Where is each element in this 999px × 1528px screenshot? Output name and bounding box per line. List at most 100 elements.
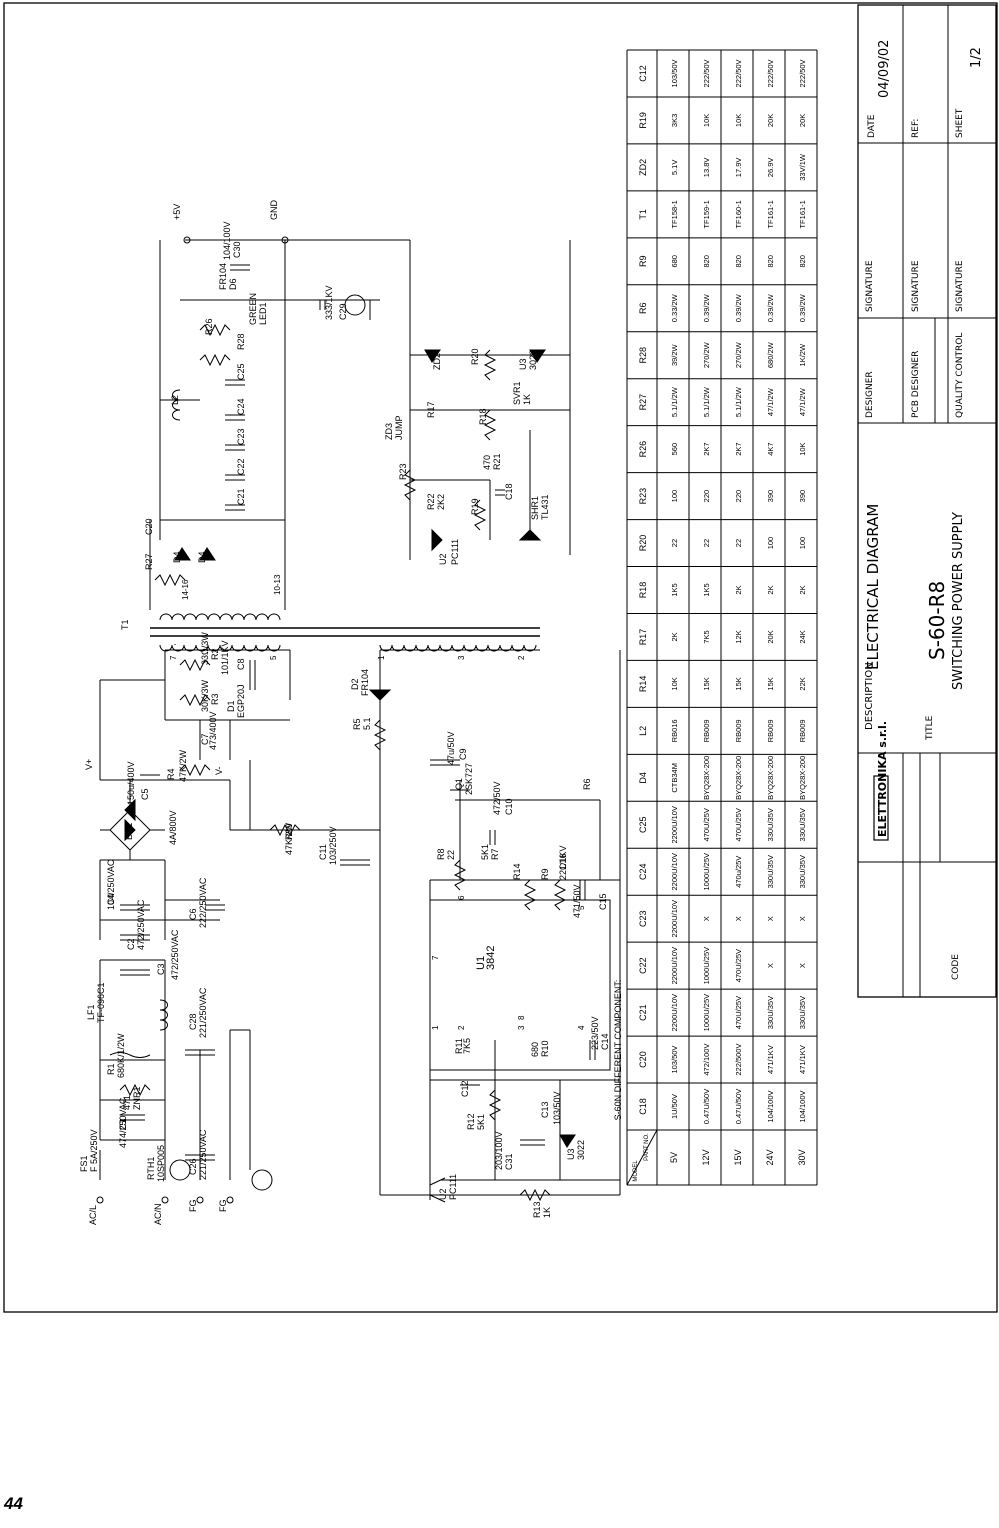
table-cell: 22	[734, 539, 743, 547]
label-c2: C2	[126, 938, 136, 950]
table-cell: 471/1KV	[766, 1045, 775, 1074]
table-cell: TF159-1	[702, 200, 711, 228]
table-cell: 222/50V	[798, 60, 807, 88]
label-c31: C31	[504, 1153, 514, 1170]
label-r17: R17	[426, 401, 436, 418]
label-c26: 221/250VAC	[198, 1129, 208, 1180]
table-cell: 15K	[702, 677, 711, 690]
table-corner-diagonal	[626, 1129, 658, 1186]
label-zd3: JUMP	[394, 416, 404, 441]
label-pins: 2	[517, 655, 526, 660]
table-column-header: C12	[638, 65, 648, 82]
table-cell: 100	[766, 537, 775, 550]
table-cell: TF161-1	[798, 200, 807, 228]
table-cell: 1000U/25V	[702, 853, 711, 891]
title-sub: SWITCHING POWER SUPPLY	[951, 512, 966, 690]
ref-label: REF:	[911, 119, 921, 138]
label-svr1: SVR1	[512, 381, 522, 405]
label-c5: 150u/400V	[126, 761, 136, 805]
label-c25: C25	[236, 363, 246, 380]
table-cell: 220	[702, 490, 711, 503]
table-cell: 20K	[798, 114, 807, 127]
r28-resistor	[199, 353, 231, 367]
u1-ic-3842	[429, 899, 611, 1071]
label-r1: 680K/1/2W	[116, 1033, 126, 1078]
table-cell: 270/2W	[734, 341, 743, 368]
table-cell: 47/1/2W	[766, 387, 775, 416]
label-d1: EGP20J	[236, 684, 246, 718]
label-pins: 4	[577, 1025, 586, 1030]
code-label: CODE	[951, 954, 961, 980]
table-cell: 100	[670, 490, 679, 503]
label-l2: L2	[170, 395, 180, 405]
table-cell: X	[798, 963, 807, 968]
table-cell: 330U/35V	[798, 855, 807, 888]
label-c3: C3	[156, 963, 166, 975]
label-r14: R14	[512, 863, 522, 880]
label-r22: R22	[426, 493, 436, 510]
table-cell: 2200U/10V	[670, 853, 679, 891]
table-cell: 0.47U/50V	[734, 1089, 743, 1124]
table-column-header: R23	[638, 488, 648, 505]
label-r22: 2K2	[436, 494, 446, 510]
label-r9: R9	[540, 868, 550, 880]
label-r12: 5K1	[476, 1114, 486, 1130]
label-c22: C22	[236, 458, 246, 475]
label-c8: 101/1KV	[220, 640, 230, 675]
label-pins: 3	[517, 1025, 526, 1030]
table-cell: 5.1/1/2W	[670, 386, 679, 417]
table-cell: 17.9V	[734, 158, 743, 178]
table-column-header: R28	[638, 347, 648, 364]
table-caption: S-60N DIFFERENT COMPONENT:	[613, 980, 623, 1121]
table-cell: 1K/2W	[798, 343, 807, 366]
table-cell: 2200U/10V	[670, 900, 679, 938]
table-cell: 47/1/2W	[798, 387, 807, 416]
table-cell: BYQ28X-200	[798, 756, 807, 800]
label-c26: C26	[188, 1158, 198, 1175]
table-column-header: R14	[638, 676, 648, 693]
schematic-symbols	[96, 236, 611, 1204]
table-cell: TF161-1	[766, 200, 775, 228]
table-cell: 560	[670, 443, 679, 456]
table-cell: 222/50V	[734, 60, 743, 88]
label-u3: 3022	[576, 1140, 586, 1160]
thermistor-rth1	[169, 1159, 191, 1181]
table-model-cell: 12V	[701, 1149, 711, 1165]
table-cell: 1K5	[670, 583, 679, 596]
label-c3: 472/250VAC	[170, 929, 180, 980]
label-pins: 5	[577, 905, 586, 910]
table-column-header: R19	[638, 112, 648, 129]
label-lf1: TF-096C1	[96, 982, 106, 1023]
label-c7: 473/400V	[208, 711, 218, 750]
ac-l-terminal	[96, 1196, 104, 1204]
table-cell: 39/2W	[670, 343, 679, 366]
table-cell: X	[734, 916, 743, 921]
label-c28: C28	[188, 1013, 198, 1030]
gnd-terminal	[281, 236, 289, 244]
label-r8: 22	[446, 850, 456, 860]
table-cell: X	[766, 963, 775, 968]
table-cell: 2K	[670, 632, 679, 641]
label-r13: R13	[532, 1201, 542, 1218]
label-svr1: 1K	[522, 394, 532, 405]
label-r23: R23	[398, 463, 408, 480]
pcb-designer-label: PCB DESIGNER	[911, 351, 921, 418]
table-cell: 470U/25V	[734, 996, 743, 1029]
label-r7: 5K1	[480, 844, 490, 860]
r27-resistor	[154, 573, 186, 587]
label-terminals: +5V	[172, 204, 182, 220]
label-r4: R4	[166, 768, 176, 780]
table-cell: 820	[702, 255, 711, 268]
fg-terminal	[196, 1196, 204, 1204]
label-c16: C16	[558, 853, 568, 870]
label-pins: 7	[431, 955, 440, 960]
table-column-header: R20	[638, 535, 648, 552]
t1-secondary-winding	[159, 613, 281, 621]
label-c7: C7	[200, 733, 210, 745]
signature-label-1: SIGNATURE	[865, 260, 875, 312]
t1-aux-winding	[379, 644, 537, 652]
label-c23: C23	[236, 428, 246, 445]
sheet-label: SHEET	[955, 108, 965, 138]
table-model-cell: 15V	[733, 1149, 743, 1165]
